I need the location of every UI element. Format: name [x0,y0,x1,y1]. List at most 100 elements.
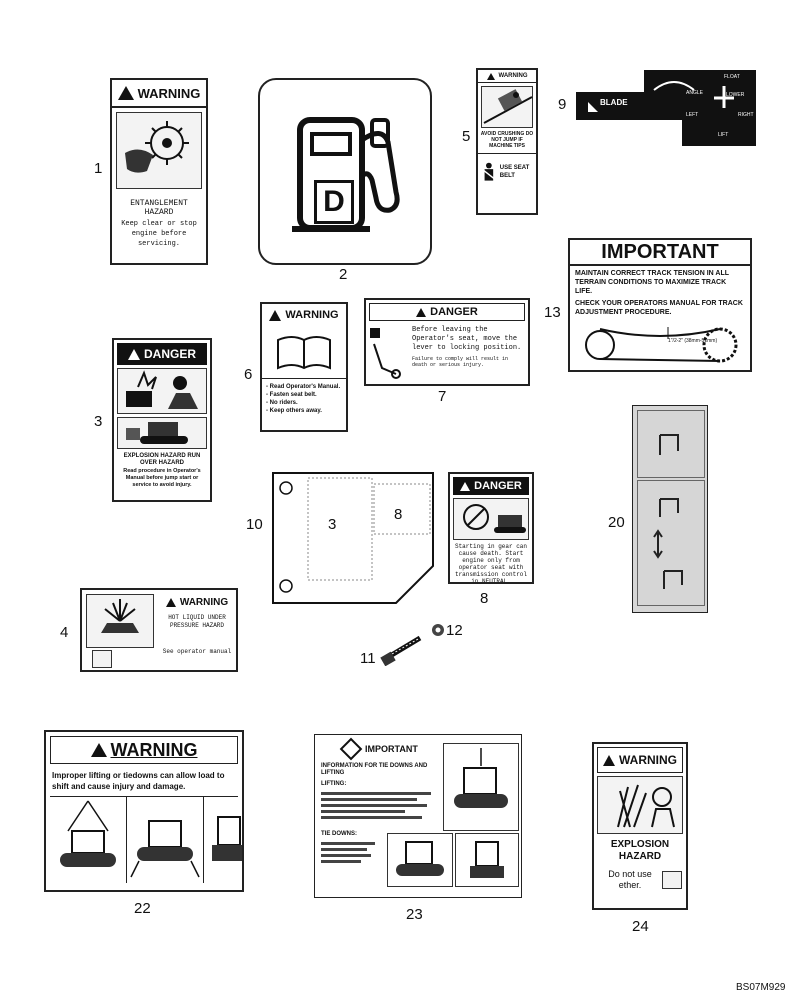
decal-8-header: DANGER [453,477,529,495]
decal-10-backing-plate: 3 8 [270,470,436,606]
lever-icon [659,434,679,455]
callout-22: 22 [134,900,151,917]
decal-24-title: EXPLOSION HAZARD [610,839,670,862]
tiedown-icon [127,797,204,883]
decal-3-jump-start-danger: DANGER EXPLOSION HAZARD RUN OVER HAZARD … [112,338,212,502]
warning-triangle-icon [117,86,134,100]
decal-1-header: WARNING [112,80,206,108]
decal-13-measure: 1"/2-2" (38mm-51mm) [668,338,718,344]
decal-6-item: - Read Operator's Manual. [266,384,341,390]
callout-4: 4 [60,624,69,641]
decal-13-line1: MAINTAIN CORRECT TRACK TENSION IN ALL TE… [575,270,729,295]
decal-6-item: - Keep others away. [266,408,322,414]
warning-triangle-icon [269,309,282,321]
lever-position-panel [637,410,705,478]
decal-6-operators-manual-warning: WARNING - Read Operator's Manual. - Fast… [260,302,348,432]
decal-3-body: Read procedure in Operator's Manual befo… [123,468,201,488]
lever-motion-icon [653,498,683,589]
decal-23-header: IMPORTANT [339,737,418,761]
decal-22-lifting-warning: WARNING Improper lifting or tiedowns can… [44,730,244,892]
decal-22-body: Improper lifting or tiedowns can allow l… [52,771,225,791]
callout-7: 7 [438,388,447,405]
decal-7-lock-lever-danger: DANGER Before leaving the Operator's sea… [364,298,530,386]
decal-7-text: Before leaving the Operator's seat, move… [410,324,528,384]
callout-20: 20 [608,514,625,531]
callout-10: 10 [246,516,263,533]
callout-12: 12 [446,622,463,639]
decal-23-lifting-tiedown-important: IMPORTANT INFORMATION FOR TIE DOWNS AND … [314,734,522,898]
manual-icon [662,871,682,889]
callout-23: 23 [406,906,423,923]
drawing-id: BS07M929 [736,982,786,993]
open-book-icon [262,326,346,379]
callout-2: 2 [339,266,348,283]
important-diamond-icon [339,737,363,761]
decal-1-body: Keep clear or stop engine before servici… [121,220,197,248]
track-diagram-icon [585,327,738,363]
decal-3-title: EXPLOSION HAZARD RUN OVER HAZARD [123,453,201,466]
decal-9-label-right: RIGHT [738,112,754,118]
crane-lift-icon [50,797,127,883]
warning-triangle-icon [90,743,107,757]
decal-9-label-float: FLOAT [724,74,740,80]
decal-7-content: Before leaving the Operator's seat, move… [366,324,528,384]
decal-9-label-lower: LOWER [726,92,745,98]
run-over-icon [117,417,207,449]
decal-6-header: WARNING [262,304,346,326]
warning-triangle-icon [165,597,176,607]
callout-8: 8 [480,590,489,607]
warning-triangle-icon [486,72,495,80]
decal-8-start-in-gear-danger: DANGER Starting in gear can cause death.… [448,472,534,584]
decal-7-footer: Failure to comply will result in death o… [412,356,509,368]
seatbelt-icon [483,162,495,181]
radiator-spray-icon [86,594,154,648]
decal-7-signal: DANGER [430,306,478,318]
callout-6: 6 [244,366,253,383]
decal-23-tiedown-text [321,839,381,866]
decal-6-list: - Read Operator's Manual. - Fasten seat … [262,379,346,419]
machine-tipping-icon [481,86,533,128]
bolt-icon [380,624,444,666]
decal-4-signal: WARNING [179,596,229,608]
decal-23-tiedown: TIE DOWNS: [321,831,357,837]
decal-7-header: DANGER [369,303,525,321]
battery-explosion-icon [117,368,207,414]
decal-23-heading: INFORMATION FOR TIE DOWNS AND LIFTING [321,763,428,776]
danger-triangle-icon [460,481,471,491]
callout-24: 24 [632,918,649,935]
decal-6-item: - No riders. [266,400,298,406]
decal-22-header: WARNING [50,736,238,764]
decal-8-signal: DANGER [474,480,522,492]
decal-4-title: HOT LIQUID UNDER PRESSURE HAZARD [168,614,226,629]
callout-13: 13 [544,304,561,321]
decal-13-line2: CHECK YOUR OPERATORS MANUAL FOR TRACK AD… [575,300,743,316]
decal-9-blade-control: BLADE FLOAT ANGLE LOWER LEFT RIGHT LIFT [574,68,756,146]
decal-23-signal: IMPORTANT [365,744,418,754]
decal-9-label-left: LEFT [686,112,699,118]
decal-3-header: DANGER [117,343,207,365]
decal-6-item: - Fasten seat belt. [266,392,317,398]
decal-5-text1: AVOID CRUSHING DO NOT JUMP IF MACHINE TI… [480,131,534,149]
decal-4-header: WARNING [158,594,236,610]
rear-tiedown-icon [204,797,242,883]
decal-24-signal: WARNING [619,753,677,767]
machine-runover-icon [453,498,529,540]
warning-triangle-icon [603,754,615,766]
decal-13-title: IMPORTANT [570,240,750,266]
decal-23-lifting: LIFTING: [321,781,347,787]
callout-1: 1 [94,160,103,177]
decal-24-footer: Do not use ether. [594,865,686,895]
tiedown-rear-icon [455,833,519,887]
plate-position-8: 8 [394,506,403,523]
decal-1-signal: WARNING [137,85,201,101]
entanglement-pictogram-icon [116,112,202,189]
decal-5-text2: USE SEAT BELT [499,165,530,179]
decal-20-control-pattern [632,405,708,613]
decal-23-lifting-text [321,789,441,822]
decal-22-signal: WARNING [110,739,198,760]
lock-lever-icon [370,328,401,379]
decal-9-label-angle: ANGLE [686,90,703,96]
tiedown-side-icon [387,833,453,887]
decal-24-ether-warning: WARNING EXPLOSION HAZARD Do not use ethe… [592,742,688,910]
